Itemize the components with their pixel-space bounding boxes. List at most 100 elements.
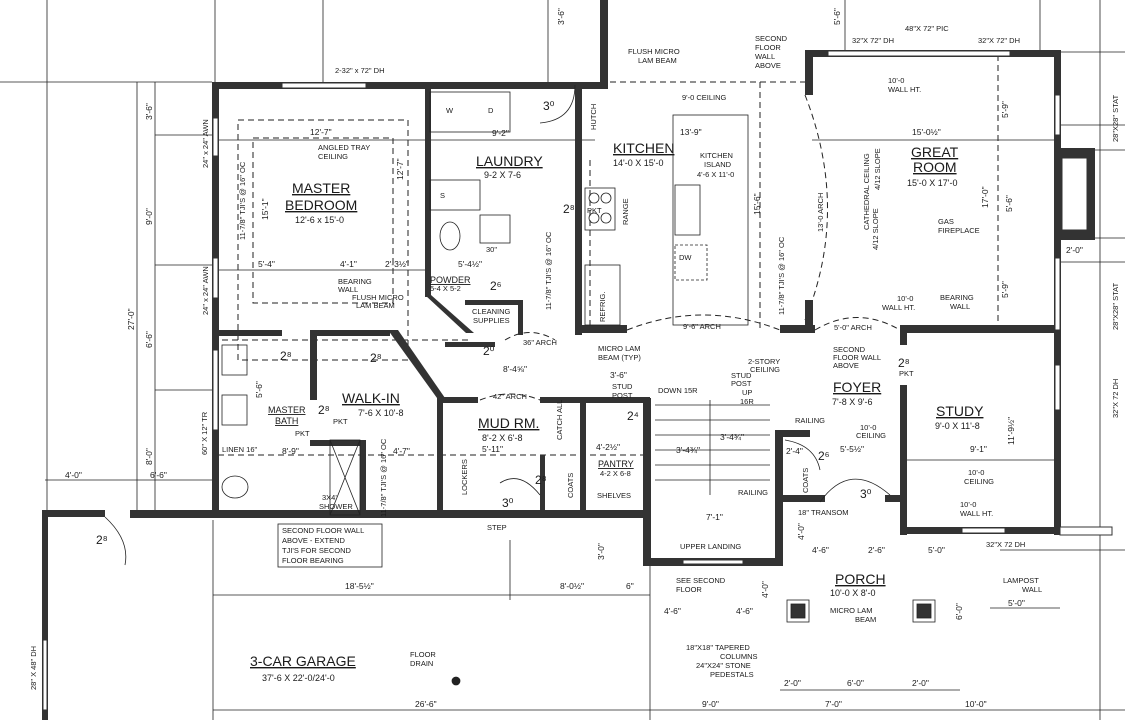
- bearing-wall-note: BEARING: [338, 277, 372, 286]
- callout-text: FLOOR BEARING: [282, 556, 344, 565]
- pocket-door-tag: PKT: [587, 206, 602, 215]
- door-size: 3⁰: [860, 487, 872, 501]
- bearing-wall-note: WALL: [338, 285, 358, 294]
- sink-label: S: [440, 191, 445, 200]
- dimension: 5'-6": [832, 8, 842, 25]
- fixtures: [104, 84, 936, 686]
- room-great-room: GREAT: [911, 144, 959, 160]
- dimension: 4'-6": [736, 606, 753, 616]
- dimension: 9'-2": [492, 128, 509, 138]
- ceiling-note: ANGLED TRAY: [318, 143, 370, 152]
- room-study: STUDY: [936, 403, 984, 419]
- dimension: 9'-0": [702, 699, 719, 709]
- lampost-note: WALL: [1022, 585, 1042, 594]
- range: [584, 187, 616, 231]
- dimension: 2'-4": [786, 446, 803, 456]
- column: [912, 599, 936, 623]
- railing-note: RAILING: [795, 416, 825, 425]
- window-note: 32"X 72" DH: [852, 36, 894, 45]
- callout-text: SECOND FLOOR WALL: [282, 526, 364, 535]
- room-garage: 3-CAR GARAGE: [250, 653, 356, 669]
- dimension: 12'-7": [310, 127, 332, 137]
- step-note: STEP: [487, 523, 507, 532]
- door-size: 2⁰: [483, 344, 495, 358]
- ceiling-note: CEILING: [964, 477, 994, 486]
- beam-note: FLUSH MICRO: [628, 47, 680, 56]
- kitchen-island: [672, 114, 749, 326]
- wall-height-note: 10'-0: [888, 76, 904, 85]
- dimension: 6'-0": [954, 603, 964, 620]
- arch-note: 5'-0" ARCH: [834, 323, 872, 332]
- dimension: 15'-6": [752, 193, 762, 215]
- dimension: 6": [626, 581, 634, 591]
- dimension: 7'-0": [825, 699, 842, 709]
- ceiling-lines: [212, 55, 999, 456]
- joist-note: 11-7/8" TJI'S @ 16" OC: [379, 438, 388, 517]
- wall-height-note: WALL HT.: [960, 509, 993, 518]
- stud-post-note: POST: [731, 379, 752, 388]
- toilet: [221, 475, 249, 499]
- door-size: 2⁸: [563, 202, 575, 216]
- ceiling-note: CEILING: [750, 365, 780, 374]
- toilet: [439, 221, 461, 251]
- room-size: 10'-0 X 8'-0: [830, 588, 875, 598]
- ceiling-note: 2-STORY: [748, 357, 780, 366]
- closet-note: CATCH ALL: [555, 400, 564, 440]
- beam-note: MICRO LAM: [830, 606, 873, 615]
- dimension: 6'-0": [847, 678, 864, 688]
- lockers-note: LOCKERS: [460, 459, 469, 495]
- walls: [42, 0, 1113, 720]
- window-note: 48"X 72" PIC: [905, 24, 949, 33]
- window-note: 24" x 24" AWN: [201, 266, 210, 315]
- wall-height-note: WALL HT.: [888, 85, 921, 94]
- window-note: 28"X28" STAT: [1111, 282, 1120, 330]
- shower-note: SHOWER: [319, 502, 353, 511]
- dimension: 4'-7": [393, 446, 410, 456]
- dimension: 3'-0": [596, 543, 606, 560]
- room-pantry: PANTRY: [598, 459, 634, 469]
- wall-note: FLOOR: [755, 43, 781, 52]
- floor-drain-note: FLOOR: [410, 650, 436, 659]
- vanity-sink: [221, 394, 248, 426]
- dimension: 27'-0": [126, 308, 136, 330]
- washer-dryer: [429, 91, 511, 133]
- room-size: 37'-6 X 22'-0/24'-0: [262, 673, 335, 683]
- lampost-note: LAMPOST: [1003, 576, 1039, 585]
- callout-text: TJI'S FOR SECOND: [282, 546, 352, 555]
- stair-up-note: 16R: [740, 397, 754, 406]
- joist-note: 11-7/8" TJI'S @ 16" OC: [238, 161, 247, 240]
- refrigerator: [584, 264, 621, 326]
- railing-note: RAILING: [738, 488, 768, 497]
- room-powder: POWDER: [430, 275, 471, 285]
- washer-label: W: [446, 106, 454, 115]
- dimension: 8'-4⅝": [503, 364, 527, 374]
- joist-note: 11-7/8" TJI'S @ 16" OC: [777, 236, 786, 315]
- dimension: 15'-1": [260, 198, 270, 220]
- dimension: 4'-0": [796, 523, 806, 540]
- coats-note: COATS: [801, 468, 810, 493]
- door-size: 2⁸: [370, 351, 382, 365]
- dimension: 5'-6": [254, 381, 264, 398]
- stud-post-note: STUD: [612, 382, 633, 391]
- dimension: 5'-4½": [458, 259, 482, 269]
- bearing-wall-note: BEARING: [940, 293, 974, 302]
- fireplace-note: GAS: [938, 217, 954, 226]
- door-size: 2⁸: [318, 403, 330, 417]
- wall-height-note: WALL HT.: [882, 303, 915, 312]
- dimension: 3'-6": [556, 8, 566, 25]
- pocket-door-tag: PKT: [295, 429, 310, 438]
- dimension: 11'-9½": [1006, 417, 1016, 445]
- room-porch: PORCH: [835, 571, 886, 587]
- wall-note: SECOND: [755, 34, 788, 43]
- dimension: 2'-0": [1066, 245, 1083, 255]
- see-second-floor-note: SEE SECOND: [676, 576, 726, 585]
- see-second-floor-note: FLOOR: [676, 585, 702, 594]
- room-size: 9-2 X 7-6: [484, 170, 521, 180]
- dimension: 5'-11": [482, 444, 503, 454]
- closet-note: SUPPLIES: [473, 316, 510, 325]
- dimension: 3'-6": [144, 103, 154, 120]
- dimension: 4'-1": [340, 259, 357, 269]
- room-master-bath-line2: BATH: [275, 416, 298, 426]
- vanity-label: 30": [486, 245, 497, 254]
- window-note: 24" x 24" AWN: [201, 119, 210, 168]
